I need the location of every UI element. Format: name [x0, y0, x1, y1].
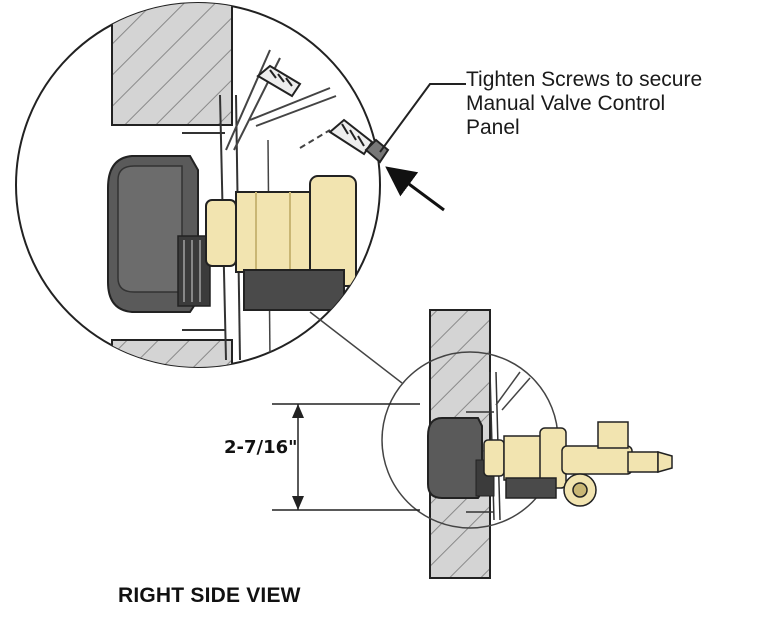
knob: [107, 155, 211, 313]
wall-section-bottom: [111, 339, 233, 367]
dimension-label: 2-7/16": [224, 437, 298, 458]
screw-icon: [256, 64, 302, 98]
detail-magnified-view: [15, 2, 381, 368]
wall-section-top: [111, 3, 233, 126]
callout-line-2: Manual Valve Control: [466, 92, 666, 115]
assembly-view: [381, 309, 673, 579]
screw-icon: [299, 118, 390, 164]
callout-line-3: Panel: [466, 116, 520, 139]
callout-text: Tighten Screws to secure Manual Valve Co…: [466, 68, 766, 140]
valve-body: [205, 175, 357, 311]
callout-line-1: Tighten Screws to secure: [466, 68, 703, 91]
dimension-marker: [272, 403, 420, 511]
arrow-icon: [385, 166, 445, 212]
view-label: RIGHT SIDE VIEW: [118, 584, 301, 607]
callout-leader: [379, 83, 466, 153]
